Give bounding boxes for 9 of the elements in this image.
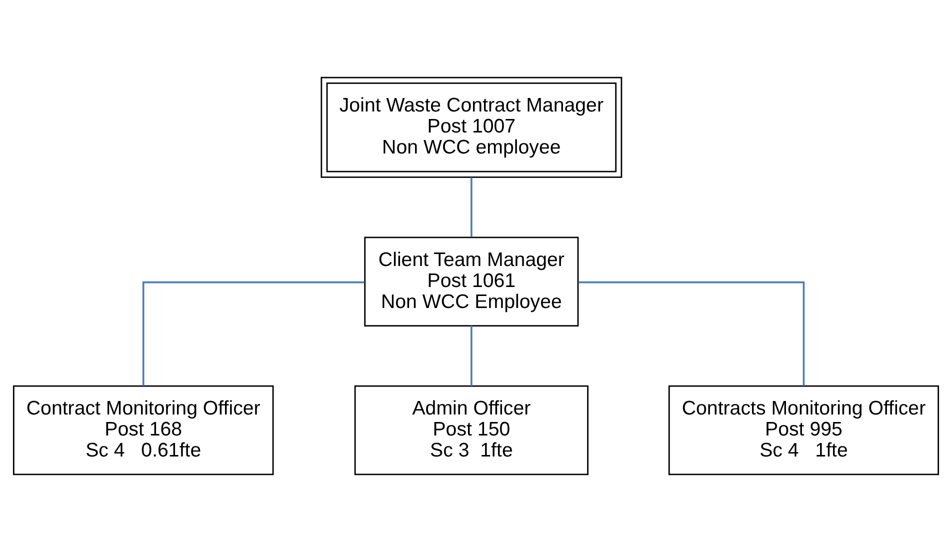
- connector: [142, 280, 364, 386]
- connector: [470, 325, 472, 386]
- node-box: Client Team Manager Post 1061 Non WCC Employee: [364, 236, 579, 326]
- node-box: Joint Waste Contract Manager Post 1007 Non WCC employee: [320, 76, 622, 178]
- node-box: Admin Officer Post 150 Sc 3 1fte: [354, 384, 589, 475]
- connector: [470, 176, 472, 236]
- node-box: Contract Monitoring Officer Post 168 Sc 4 0.61fte: [12, 384, 274, 475]
- node-box: Contracts Monitoring Officer Post 995 Sc 4 1fte: [668, 384, 940, 475]
- connector: [578, 280, 805, 386]
